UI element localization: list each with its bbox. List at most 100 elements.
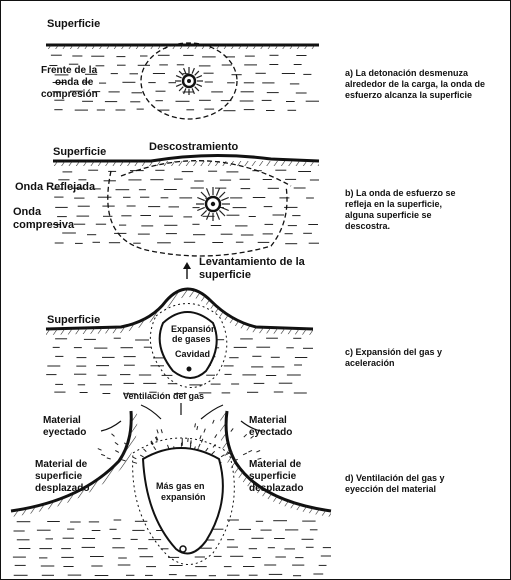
- panel-b-charge-core: [211, 202, 215, 206]
- ejecta-dash: [157, 430, 158, 434]
- ejecta-dash: [112, 434, 115, 437]
- panel-d-displaced-right-2: superficie: [249, 471, 297, 482]
- panel-d-displaced-left-3: desplazado: [35, 483, 89, 494]
- ejecta-dash: [244, 434, 247, 437]
- panel-d-displaced-left-1: Material de: [35, 459, 88, 470]
- panel-d-caption-2: eyección del material: [345, 484, 436, 494]
- crush-ray: [207, 188, 210, 195]
- panel-c-uplift-arrowhead: [183, 262, 191, 269]
- panel-c-uplift-label-2: superficie: [199, 269, 251, 281]
- panel-b-caption-2: refleja en la superficie,: [345, 199, 442, 209]
- ejecta-dash: [199, 444, 201, 448]
- panel-d-displaced-right-1: Material de: [249, 459, 302, 470]
- panel-d-displaced-left-2: superficie: [35, 471, 83, 482]
- panel-d-venting-arrows: [101, 403, 261, 431]
- ejecta-dash: [161, 429, 162, 433]
- crush-ray: [197, 198, 204, 201]
- panel-c: Levantamiento de la superficie Superfici…: [46, 256, 442, 394]
- crush-ray: [184, 88, 186, 94]
- crush-ray: [216, 188, 219, 195]
- ejecta-dash: [200, 435, 201, 439]
- ejecta-dash: [168, 445, 169, 449]
- panel-c-caption-2: aceleración: [345, 358, 395, 368]
- panel-a-surface-label: Superficie: [47, 18, 100, 30]
- panel-a: Superficie Frente de la onda de compresi…: [41, 18, 485, 119]
- ejecta-dash: [215, 434, 217, 437]
- crush-ray: [184, 68, 186, 74]
- ejecta-dash: [154, 447, 156, 450]
- panel-c-charge-point: [187, 367, 192, 372]
- panel-b-reflected-wave-label: Onda Reflejada: [15, 181, 96, 193]
- panel-d: Ventilación del gas Material eyectado Ma…: [11, 391, 445, 576]
- panel-b: Superficie Descostramiento Onda Reflejad…: [13, 141, 456, 256]
- ejecta-dash: [107, 458, 111, 459]
- panel-a-caption-2: alrededor de la carga, la onda de: [345, 79, 485, 89]
- panel-d-displaced-right-3: desplazado: [249, 483, 303, 494]
- ejecta-dash: [140, 455, 143, 457]
- crush-ray: [195, 71, 199, 75]
- crush-ray: [176, 76, 182, 78]
- ejecta-dash: [195, 423, 196, 427]
- ejecta-dash: [143, 449, 146, 452]
- crush-ray: [192, 68, 194, 74]
- crush-ray: [219, 192, 225, 198]
- panel-a-caption-1: a) La detonación desmenuza: [345, 68, 469, 78]
- panel-d-ejected-left-1: Material: [43, 415, 81, 426]
- panel-a-front-label-3: compresión: [41, 89, 98, 100]
- ejecta-dash: [188, 438, 189, 442]
- panel-a-front-label-2: onda de: [55, 77, 94, 88]
- panel-c-cavity-label: Cavidad: [175, 349, 210, 359]
- ejecta-dash: [206, 448, 208, 451]
- panel-d-ejected-right-2: eyectado: [249, 427, 292, 438]
- panel-a-surface-crust: [46, 45, 319, 49]
- crush-ray: [196, 76, 202, 78]
- panel-b-compressive-label-1: Onda: [13, 206, 42, 218]
- ejecta-dash: [101, 454, 105, 455]
- panel-b-spalling-label: Descostramiento: [149, 141, 239, 153]
- crush-ray: [176, 84, 182, 86]
- crush-ray: [216, 212, 219, 219]
- panel-a-front-label-1: Frente de la: [41, 65, 98, 76]
- panel-b-compressive-label-2: compresiva: [13, 219, 75, 231]
- ejecta-dash: [115, 451, 119, 453]
- panel-d-ejected-left-2: eyectado: [43, 427, 86, 438]
- crush-ray: [179, 87, 183, 91]
- crush-ray: [195, 87, 199, 91]
- crush-ray: [192, 88, 194, 94]
- ejecta-dash: [213, 420, 215, 424]
- ejecta-dash: [133, 462, 137, 463]
- crush-ray: [221, 207, 228, 210]
- panel-b-surface-label: Superficie: [53, 146, 106, 158]
- panel-c-gas-label-2: de gases: [172, 334, 211, 344]
- ejecta-dash: [98, 449, 102, 451]
- ejecta-dash: [197, 426, 198, 430]
- ejecta-dash: [204, 429, 205, 433]
- panel-a-charge-core: [187, 79, 191, 83]
- panel-b-caption-1: b) La onda de esfuerzo se: [345, 188, 456, 198]
- panel-c-uplift-label-1: Levantamiento de la: [199, 256, 306, 268]
- panel-d-more-gas-1: Más gas en: [156, 481, 205, 491]
- panel-b-caption-3: alguna superficie se: [345, 210, 432, 220]
- panel-a-caption-3: esfuerzo alcanza la superficie: [345, 90, 472, 100]
- ejecta-dash: [115, 442, 118, 444]
- panel-d-ejected-right-1: Material: [249, 415, 287, 426]
- panel-b-caption-4: descostra.: [345, 221, 390, 231]
- panel-d-caption-1: d) Ventilación del gas y: [345, 473, 445, 483]
- ejecta-dash: [221, 455, 224, 457]
- ejecta-dash: [212, 451, 215, 454]
- panel-c-caption-1: c) Expansión del gas y: [345, 347, 442, 357]
- ejecta-dash: [243, 453, 247, 455]
- panel-d-venting-label: Ventilación del gas: [123, 391, 204, 401]
- ejecta-dash: [256, 451, 260, 453]
- ejecta-dash: [231, 428, 233, 431]
- ejecta-dash: [248, 450, 252, 452]
- crush-ray: [201, 210, 207, 216]
- crush-ray: [221, 198, 228, 201]
- panel-c-gas-label-1: Expansión: [171, 324, 217, 334]
- panel-b-surface-crust: [53, 161, 319, 166]
- panel-d-charge-point: [180, 546, 186, 552]
- crush-ray: [201, 192, 207, 198]
- panel-d-more-gas-2: expansión: [161, 492, 206, 502]
